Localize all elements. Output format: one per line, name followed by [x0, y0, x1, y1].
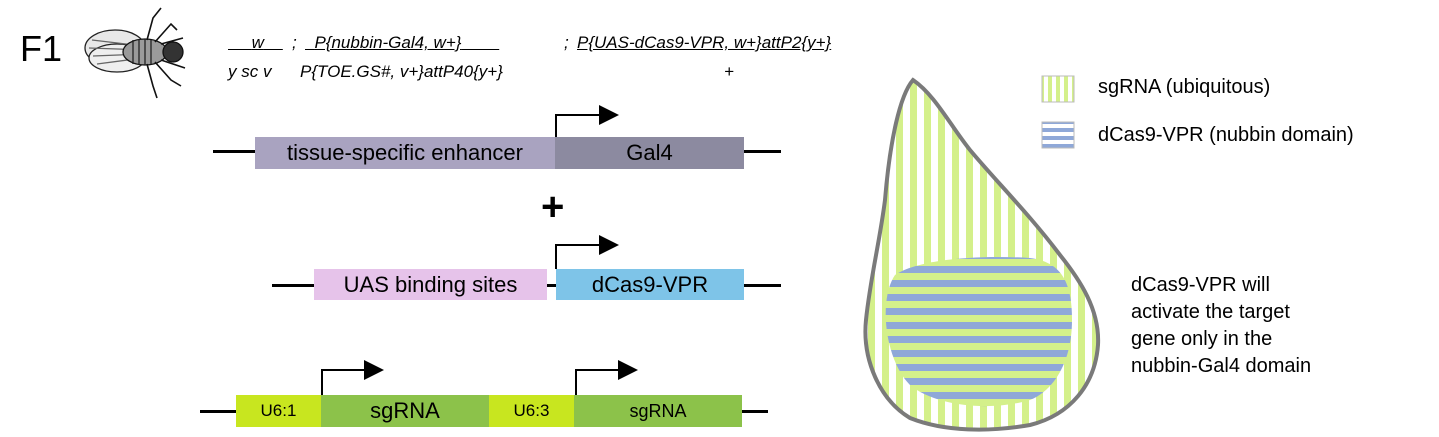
plus-sign: +	[541, 185, 565, 229]
nubbin-domain	[885, 256, 1072, 407]
genotype-sep-2: ;	[564, 33, 569, 52]
genotype-chr2-bottom: P{TOE.GS#, v+}attP40{y+}	[300, 62, 503, 81]
promoter-arrow-u6-3	[575, 360, 638, 395]
genotype-sep-1: ;	[292, 33, 297, 52]
u6-3-box: U6:3	[489, 395, 574, 427]
genotype-chr1-top: w	[251, 33, 264, 52]
note-line-4: nubbin-Gal4 domain	[1131, 355, 1312, 377]
uas-box: UAS binding sites	[314, 269, 547, 300]
legend-swatch-dcas9	[1041, 121, 1075, 149]
genotype-chr2-top: P{nubbin-Gal4, w+}	[314, 33, 462, 52]
enhancer-box: tissue-specific enhancer	[255, 137, 555, 169]
legend-label-sgrna: sgRNA (ubiquitous)	[1098, 76, 1271, 98]
note-line-1: dCas9-VPR will	[1131, 274, 1270, 296]
genotype-chr3-bottom: +	[724, 62, 734, 81]
explanatory-note: dCas9-VPR will activate the target gene …	[1131, 272, 1311, 380]
note-line-2: activate the target	[1131, 301, 1290, 323]
u6-1-box: U6:1	[236, 395, 321, 427]
sgrna-1-box: sgRNA	[321, 395, 489, 427]
sgrna-2-box: sgRNA	[574, 395, 742, 427]
legend-label-dcas9: dCas9-VPR (nubbin domain)	[1098, 124, 1354, 146]
gal4-box: Gal4	[555, 137, 744, 169]
genotype-chr3-top: P{UAS-dCas9-VPR, w+}attP2{y+}	[577, 33, 832, 52]
promoter-arrow-dcas9	[555, 235, 619, 269]
legend-swatch-sgrna	[1041, 75, 1075, 103]
promoter-arrow-gal4	[555, 105, 619, 137]
generation-label: F1	[20, 28, 63, 69]
genotype-chr1-bottom: y sc v	[228, 62, 272, 81]
note-line-3: gene only in the	[1131, 328, 1273, 350]
promoter-arrow-u6-1	[321, 360, 384, 395]
dcas9-box: dCas9-VPR	[556, 269, 744, 300]
